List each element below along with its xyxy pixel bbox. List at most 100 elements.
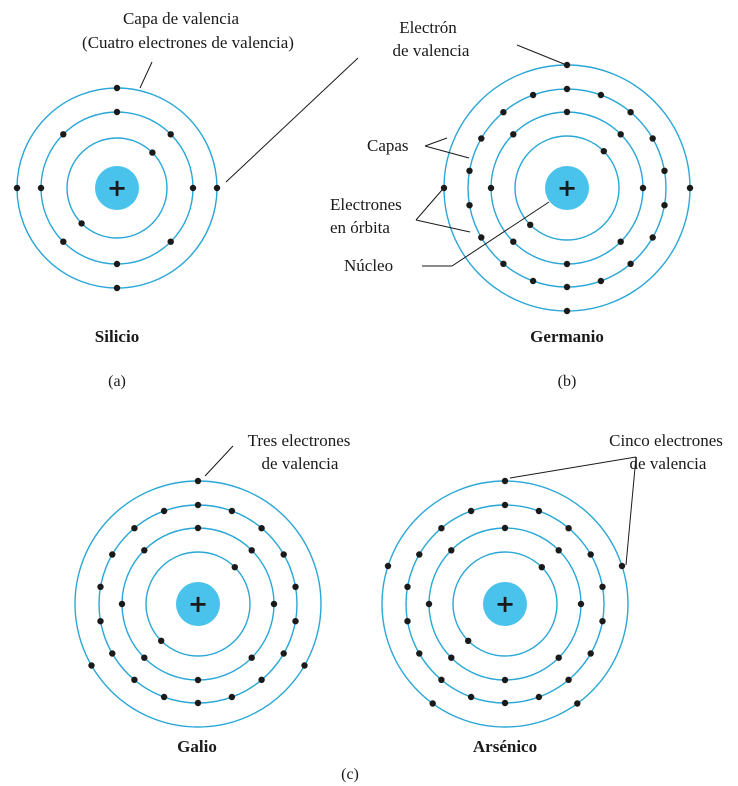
arsenico-electron bbox=[587, 551, 594, 558]
silicio-electron bbox=[78, 220, 85, 227]
arsenico-electron bbox=[501, 501, 509, 509]
galio-nucleus bbox=[176, 582, 220, 626]
atom-name-arsenico: Arsénico bbox=[473, 737, 537, 756]
germanio-electron bbox=[529, 91, 537, 99]
leader-valence-shell bbox=[139, 61, 153, 89]
galio-electron bbox=[292, 618, 299, 625]
arsenico-electron bbox=[425, 600, 433, 608]
leader-arsenico-valence-1 bbox=[509, 456, 637, 479]
label-arsenico-valence-2: de valencia bbox=[630, 454, 707, 473]
leader-orbit-a bbox=[415, 189, 443, 221]
arsenico-shell-1 bbox=[452, 551, 558, 657]
arsenico-electron bbox=[416, 551, 423, 558]
germanio-electron bbox=[563, 85, 571, 93]
germanio-electron bbox=[649, 135, 656, 142]
galio-shell-1 bbox=[145, 551, 251, 657]
leader-valence-electron-silicio bbox=[225, 57, 359, 183]
galio-electron bbox=[231, 564, 238, 571]
label-orbiting-electrons: Electrones bbox=[330, 195, 402, 214]
galio-electron bbox=[228, 693, 236, 701]
germanio-electron bbox=[563, 283, 571, 291]
galio-electron bbox=[270, 600, 278, 608]
atom-name-germanio: Germanio bbox=[530, 327, 604, 346]
galio-electron bbox=[160, 693, 168, 701]
silicio-electron bbox=[113, 260, 121, 268]
germanio-electron bbox=[563, 307, 571, 315]
silicio-electron bbox=[113, 108, 121, 116]
germanio-nucleus bbox=[545, 166, 589, 210]
galio-electron bbox=[194, 524, 202, 532]
galio-electron bbox=[118, 600, 126, 608]
galio-electron bbox=[88, 662, 95, 669]
germanio-electron bbox=[639, 184, 647, 192]
germanio-electron bbox=[466, 167, 473, 174]
silicio-nucleus bbox=[95, 166, 139, 210]
silicio-electron bbox=[167, 238, 174, 245]
galio-electron bbox=[194, 501, 202, 509]
arsenico-electron bbox=[438, 525, 445, 532]
germanio-electron bbox=[600, 148, 607, 155]
arsenico-electron bbox=[501, 524, 509, 532]
galio-electron bbox=[194, 699, 202, 707]
silicio-electron bbox=[167, 131, 174, 138]
germanio-electron bbox=[597, 91, 605, 99]
silicio-electron bbox=[189, 184, 197, 192]
label-valence-shell-detail: (Cuatro electrones de valencia) bbox=[82, 33, 294, 52]
label-valence-electron-2: de valencia bbox=[393, 41, 470, 60]
caption-c: (c) bbox=[341, 766, 359, 783]
arsenico-electron bbox=[599, 618, 606, 625]
silicio-electron bbox=[213, 184, 221, 192]
germanio-electron bbox=[478, 135, 485, 142]
label-galio-valence-2: de valencia bbox=[262, 454, 339, 473]
label-arsenico-valence: Cinco electrones bbox=[609, 431, 723, 450]
arsenico-electron bbox=[467, 693, 475, 701]
caption-a: (a) bbox=[108, 373, 126, 390]
galio-electron bbox=[301, 662, 308, 669]
label-valence-electron: Electrón bbox=[399, 18, 457, 37]
arsenico-electron bbox=[535, 693, 543, 701]
galio-electron bbox=[292, 583, 299, 590]
arsenico-electron bbox=[501, 477, 509, 485]
germanio-electron bbox=[527, 221, 534, 228]
arsenico-electron bbox=[467, 507, 475, 515]
silicio-nucleus-symbol: + bbox=[107, 174, 127, 202]
leader-valence-electron-germanio bbox=[516, 44, 565, 65]
arsenico-electron bbox=[618, 562, 626, 570]
germanio-electron bbox=[563, 108, 571, 116]
arsenico-electron bbox=[429, 700, 436, 707]
leader-arsenico-valence-2 bbox=[625, 456, 637, 566]
leader-shells-b bbox=[424, 145, 470, 159]
label-galio-valence: Tres electrones bbox=[248, 431, 351, 450]
arsenico-electron bbox=[501, 699, 509, 707]
atom-name-silicio: Silicio bbox=[95, 327, 139, 346]
galio-electron bbox=[141, 654, 148, 661]
galio-electron bbox=[280, 650, 287, 657]
silicio-electron bbox=[113, 284, 121, 292]
leader-nucleus bbox=[422, 201, 550, 267]
arsenico-electron bbox=[555, 654, 562, 661]
galio-electron bbox=[109, 650, 116, 657]
galio-electron bbox=[248, 547, 255, 554]
leader-galio-valence bbox=[204, 445, 234, 477]
arsenico-electron bbox=[565, 676, 572, 683]
galio-electron bbox=[131, 676, 138, 683]
galio-electron bbox=[97, 618, 104, 625]
galio-electron bbox=[258, 676, 265, 683]
germanio-electron bbox=[649, 234, 656, 241]
germanio-electron bbox=[661, 167, 668, 174]
label-orbiting-electrons-2: en órbita bbox=[330, 218, 390, 237]
arsenico-electron bbox=[416, 650, 423, 657]
germanio-electron bbox=[487, 184, 495, 192]
galio-electron bbox=[109, 551, 116, 558]
germanio-electron bbox=[563, 61, 571, 69]
germanio-electron bbox=[627, 109, 634, 116]
germanio-electron bbox=[510, 238, 517, 245]
germanio-electron bbox=[440, 184, 448, 192]
galio-electron bbox=[158, 637, 165, 644]
germanio-electron bbox=[466, 202, 473, 209]
germanio-electron bbox=[510, 131, 517, 138]
galio-electron bbox=[248, 654, 255, 661]
galio-electron bbox=[228, 507, 236, 515]
silicio-electrons bbox=[13, 84, 221, 292]
